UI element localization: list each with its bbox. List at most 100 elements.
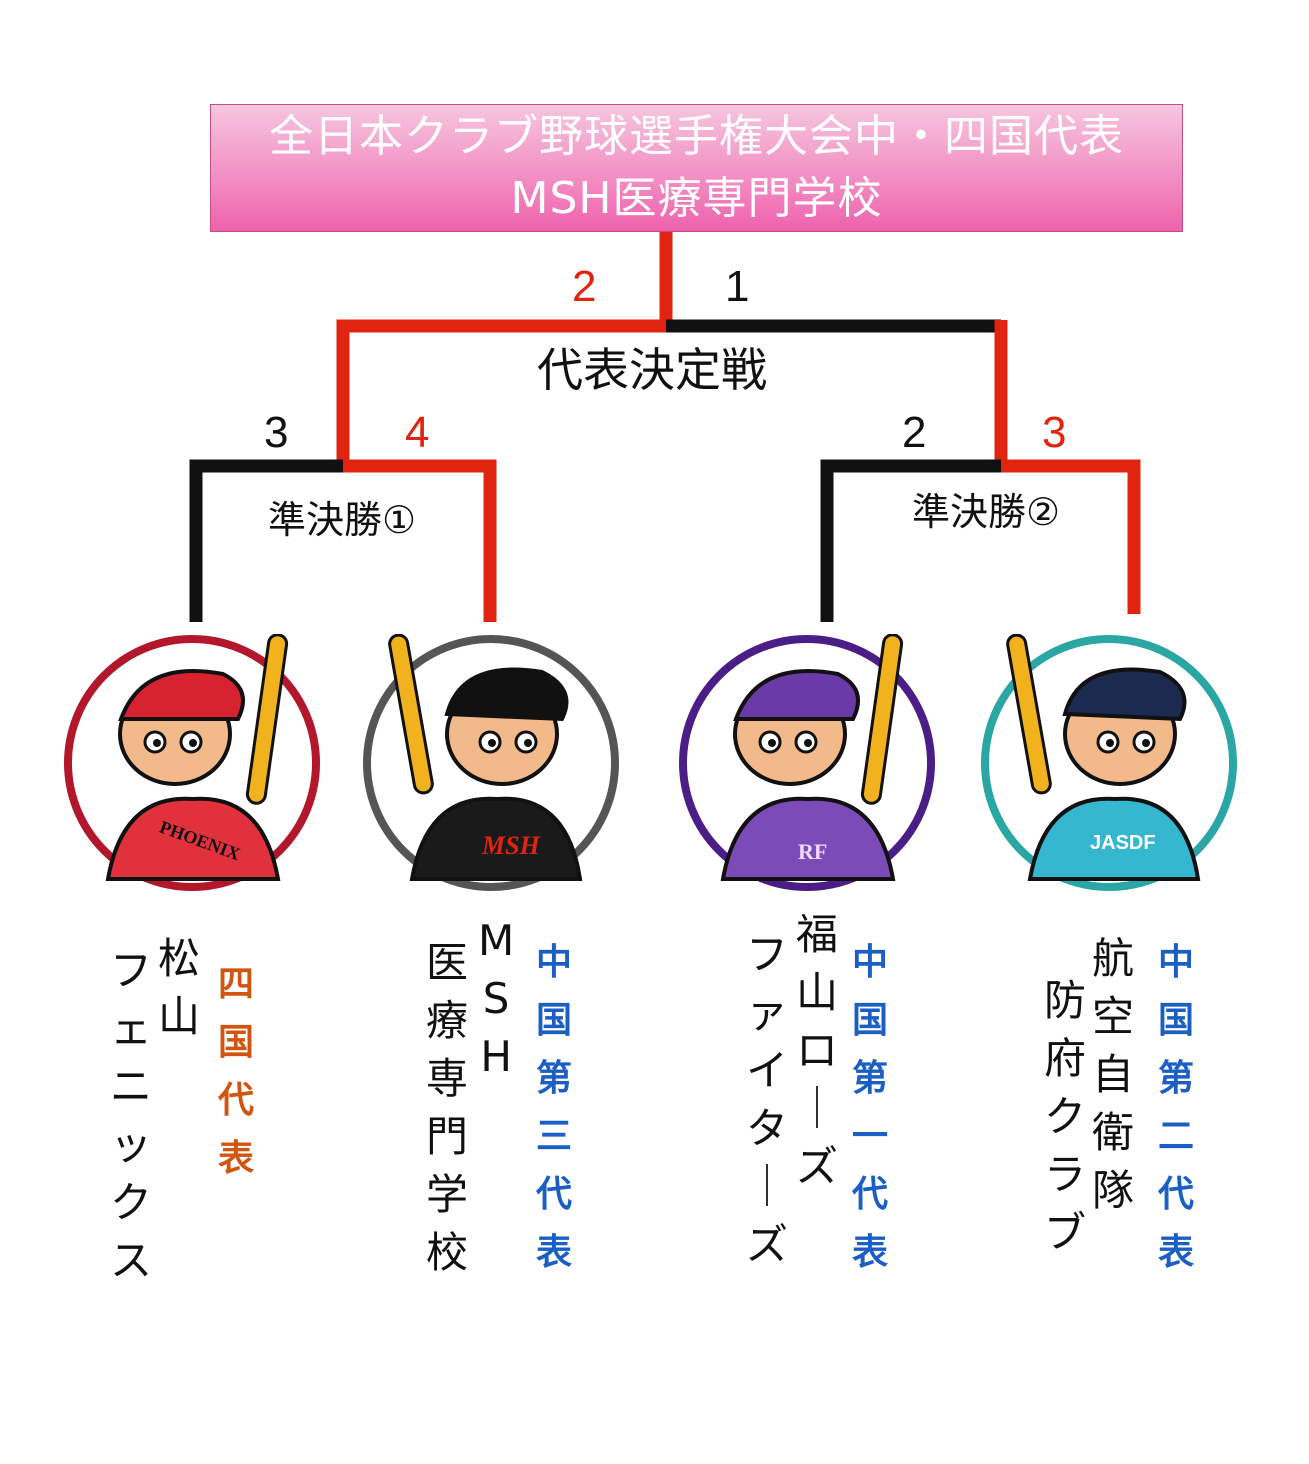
vertical-char: 四: [218, 964, 255, 1005]
final-round-label: 代表決定戦: [537, 343, 767, 397]
vertical-char: 隊: [1092, 1166, 1135, 1215]
player-mascot-icon: PHOENIX: [64, 633, 320, 891]
vertical-char: 自: [1092, 1050, 1135, 1099]
vertical-char: 校: [426, 1228, 469, 1277]
vertical-char: ラ: [1044, 1150, 1087, 1199]
vertical-char: イ: [746, 1046, 789, 1095]
vertical-char: 専: [426, 1054, 469, 1103]
vertical-char: 代: [1158, 1174, 1195, 1215]
banner-title: 全日本クラブ野球選手権大会中・四国代表: [269, 111, 1124, 162]
team-region-tag: 四国代表四国代表: [218, 956, 254, 1188]
team-region-tag: 中国第一代表中国第一代表: [852, 934, 888, 1282]
vertical-char: ェ: [110, 1004, 153, 1053]
vertical-char: 第: [852, 1058, 889, 1099]
vertical-char: 表: [1158, 1232, 1195, 1273]
semi1-round-label: 準決勝①: [268, 498, 417, 542]
team-name-col1: 航空自衛隊航空自衛隊: [1092, 930, 1134, 1220]
jersey-text: JASDF: [1090, 832, 1156, 854]
vertical-char: 医: [426, 938, 469, 987]
vertical-char: 第: [536, 1058, 573, 1099]
player-mascot-icon: MSH: [363, 633, 619, 891]
player-mascot-icon: JASDF: [981, 633, 1237, 891]
semi2-winner-line: [1001, 459, 1141, 614]
semi2-loser-line: [820, 459, 1001, 622]
vertical-char: 代: [536, 1174, 573, 1215]
vertical-char: H: [480, 1032, 512, 1081]
player-mascot-icon: RF: [679, 633, 935, 891]
vertical-char: 航: [1092, 934, 1135, 983]
team-region-tag: 中国第二代表中国第二代表: [1158, 934, 1194, 1282]
vertical-char: M: [478, 916, 515, 965]
vertical-char: 中: [536, 942, 573, 983]
vertical-char: 門: [426, 1112, 469, 1161]
vertical-char: ブ: [1044, 1208, 1087, 1257]
vertical-char: フ: [110, 946, 153, 995]
team-emblem-msh: MSH: [362, 633, 620, 892]
vertical-char: ァ: [746, 988, 789, 1037]
final-winner-line: [336, 232, 673, 468]
vertical-char: 一: [852, 1116, 889, 1157]
vertical-char: ク: [1044, 1092, 1087, 1141]
vertical-char: 療: [426, 996, 469, 1045]
team-emblem-fukuyama: RF: [678, 633, 936, 892]
semi2-round-label: 準決勝②: [912, 490, 1061, 534]
vertical-char: 代: [218, 1080, 255, 1121]
team-name-col2: 防府クラブ防府クラブ: [1044, 972, 1086, 1262]
team-name-col1: MSHMSH: [478, 912, 514, 1086]
vertical-char: ス: [110, 1236, 153, 1285]
vertical-char: ク: [110, 1178, 153, 1227]
vertical-char: 代: [852, 1174, 889, 1215]
jersey-text: RF: [798, 839, 827, 864]
final-score-right: 1: [725, 262, 750, 311]
vertical-char: 山: [158, 992, 201, 1041]
vertical-char: ッ: [110, 1120, 153, 1169]
semi1-score-right: 4: [405, 408, 430, 457]
team-region-tag: 中国第三代表中国第三代表: [536, 934, 572, 1282]
team-name-col1: 福山ローズ福山ロ｜ズ: [796, 906, 838, 1196]
vertical-char: ｜: [796, 1084, 839, 1133]
team-name-col2: ファイターズファイタ｜ズ: [746, 926, 788, 1274]
vertical-char: 防: [1044, 976, 1087, 1025]
vertical-char: 学: [426, 1170, 469, 1219]
champion-banner: 全日本クラブ野球選手権大会中・四国代表 MSH医療専門学校: [210, 104, 1183, 232]
vertical-char: 国: [536, 1000, 573, 1041]
vertical-char: フ: [746, 930, 789, 979]
vertical-char: ニ: [110, 1062, 153, 1111]
vertical-char: 三: [536, 1116, 573, 1157]
vertical-char: 山: [796, 968, 839, 1017]
semi2-score-left: 2: [902, 408, 927, 457]
vertical-char: 表: [218, 1138, 255, 1179]
vertical-char: 二: [1158, 1116, 1195, 1157]
vertical-char: 国: [1158, 1000, 1195, 1041]
team-emblem-hofu: JASDF: [980, 633, 1238, 892]
vertical-char: ロ: [796, 1026, 839, 1075]
vertical-char: 表: [536, 1232, 573, 1273]
vertical-char: 表: [852, 1232, 889, 1273]
semi1-score-left: 3: [264, 408, 289, 457]
vertical-char: 府: [1044, 1034, 1087, 1083]
team-name-col2: 医療専門学校医療専門学校: [426, 934, 468, 1282]
vertical-char: 国: [852, 1000, 889, 1041]
vertical-char: ズ: [746, 1220, 789, 1269]
vertical-char: 国: [218, 1022, 255, 1063]
vertical-char: 空: [1092, 992, 1135, 1041]
vertical-char: S: [482, 974, 510, 1023]
team-name-col2: フェニックスフェニックス: [110, 942, 152, 1290]
final-score-left: 2: [572, 262, 597, 311]
vertical-char: ズ: [796, 1142, 839, 1191]
vertical-char: タ: [746, 1104, 789, 1153]
vertical-char: 松: [158, 934, 201, 983]
vertical-char: 中: [852, 942, 889, 983]
jersey-text: MSH: [481, 831, 541, 860]
banner-champion: MSH医療専門学校: [510, 173, 883, 224]
semi1-loser-line: [189, 459, 343, 622]
vertical-char: 衛: [1092, 1108, 1135, 1157]
semi1-winner-line: [343, 459, 497, 622]
team-name-col1: 松山松山: [158, 930, 200, 1046]
vertical-char: ｜: [746, 1162, 789, 1211]
vertical-char: 第: [1158, 1058, 1195, 1099]
team-emblem-matsuyama: PHOENIX: [63, 633, 321, 892]
semi2-score-right: 3: [1042, 408, 1067, 457]
vertical-char: 中: [1158, 942, 1195, 983]
